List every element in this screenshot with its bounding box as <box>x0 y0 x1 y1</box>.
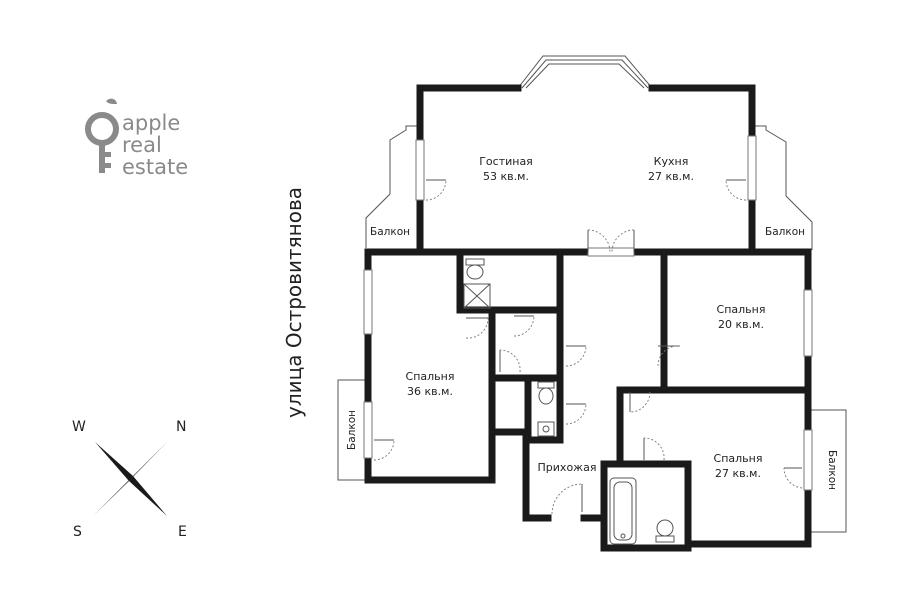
bathtub-icon <box>609 477 637 545</box>
apple-key-icon <box>85 98 119 173</box>
compass-east: E <box>178 524 187 540</box>
balcony-label-top-right: Балкон <box>765 226 805 238</box>
room-name-kitchen: Кухня <box>654 155 689 168</box>
window-balcony-left <box>363 401 373 459</box>
toilet-icon <box>537 381 555 405</box>
room-name-bedroom-right-top: Спальня <box>717 303 766 316</box>
room-hallway: Прихожая <box>538 461 597 474</box>
toilet-icon <box>655 519 675 543</box>
compass: W N S E <box>72 419 187 540</box>
compass-south: S <box>73 524 82 540</box>
logo-line-1: apple <box>122 111 180 135</box>
compass-rose-icon <box>93 441 168 516</box>
door-opening-living <box>587 247 635 257</box>
room-area-bedroom-right-top: 20 кв.м. <box>718 318 764 331</box>
balcony-left <box>337 379 368 481</box>
shower-icon <box>463 283 491 309</box>
doors <box>373 179 803 515</box>
street-label: улица Островитянова <box>282 187 306 418</box>
balcony-top-right <box>752 125 813 250</box>
window-kitchen <box>747 135 757 201</box>
balcony-label-left: Балкон <box>346 410 358 450</box>
room-bedroom-right-bottom: Спальня 27 кв.м. <box>714 452 763 480</box>
balcony-top-left <box>365 125 418 248</box>
logo-line-3: estate <box>122 155 188 179</box>
room-area-living: 53 кв.м. <box>483 170 529 183</box>
room-area-kitchen: 27 кв.м. <box>648 170 694 183</box>
balcony-right <box>808 409 847 533</box>
window-bedroom-right-bottom <box>803 429 813 491</box>
bay-window <box>517 55 653 89</box>
room-name-bedroom-left: Спальня <box>406 370 455 383</box>
brand-logo: apple real estate <box>85 98 188 179</box>
room-kitchen: Кухня 27 кв.м. <box>648 155 694 183</box>
room-name-bedroom-right-bottom: Спальня <box>714 452 763 465</box>
window-living <box>415 139 425 201</box>
logo-line-2: real <box>122 133 162 157</box>
sink-icon <box>537 421 555 437</box>
room-name-hallway: Прихожая <box>538 461 597 474</box>
room-living: Гостиная 53 кв.м. <box>479 155 533 183</box>
room-area-bedroom-left: 36 кв.м. <box>407 385 453 398</box>
balcony-label-right: Балкон <box>826 450 838 490</box>
compass-north: N <box>176 419 186 435</box>
window-bedroom-right-top <box>803 289 813 357</box>
fixtures <box>463 258 675 545</box>
room-area-bedroom-right-bottom: 27 кв.м. <box>715 467 761 480</box>
room-bedroom-right-top: Спальня 20 кв.м. <box>717 303 766 331</box>
room-name-living: Гостиная <box>479 155 533 168</box>
balcony-label-top-left: Балкон <box>370 226 410 238</box>
compass-west: W <box>72 419 86 435</box>
window-bedroom-left <box>363 269 373 335</box>
toilet-icon <box>465 258 485 280</box>
room-bedroom-left: Спальня 36 кв.м. <box>406 370 455 398</box>
